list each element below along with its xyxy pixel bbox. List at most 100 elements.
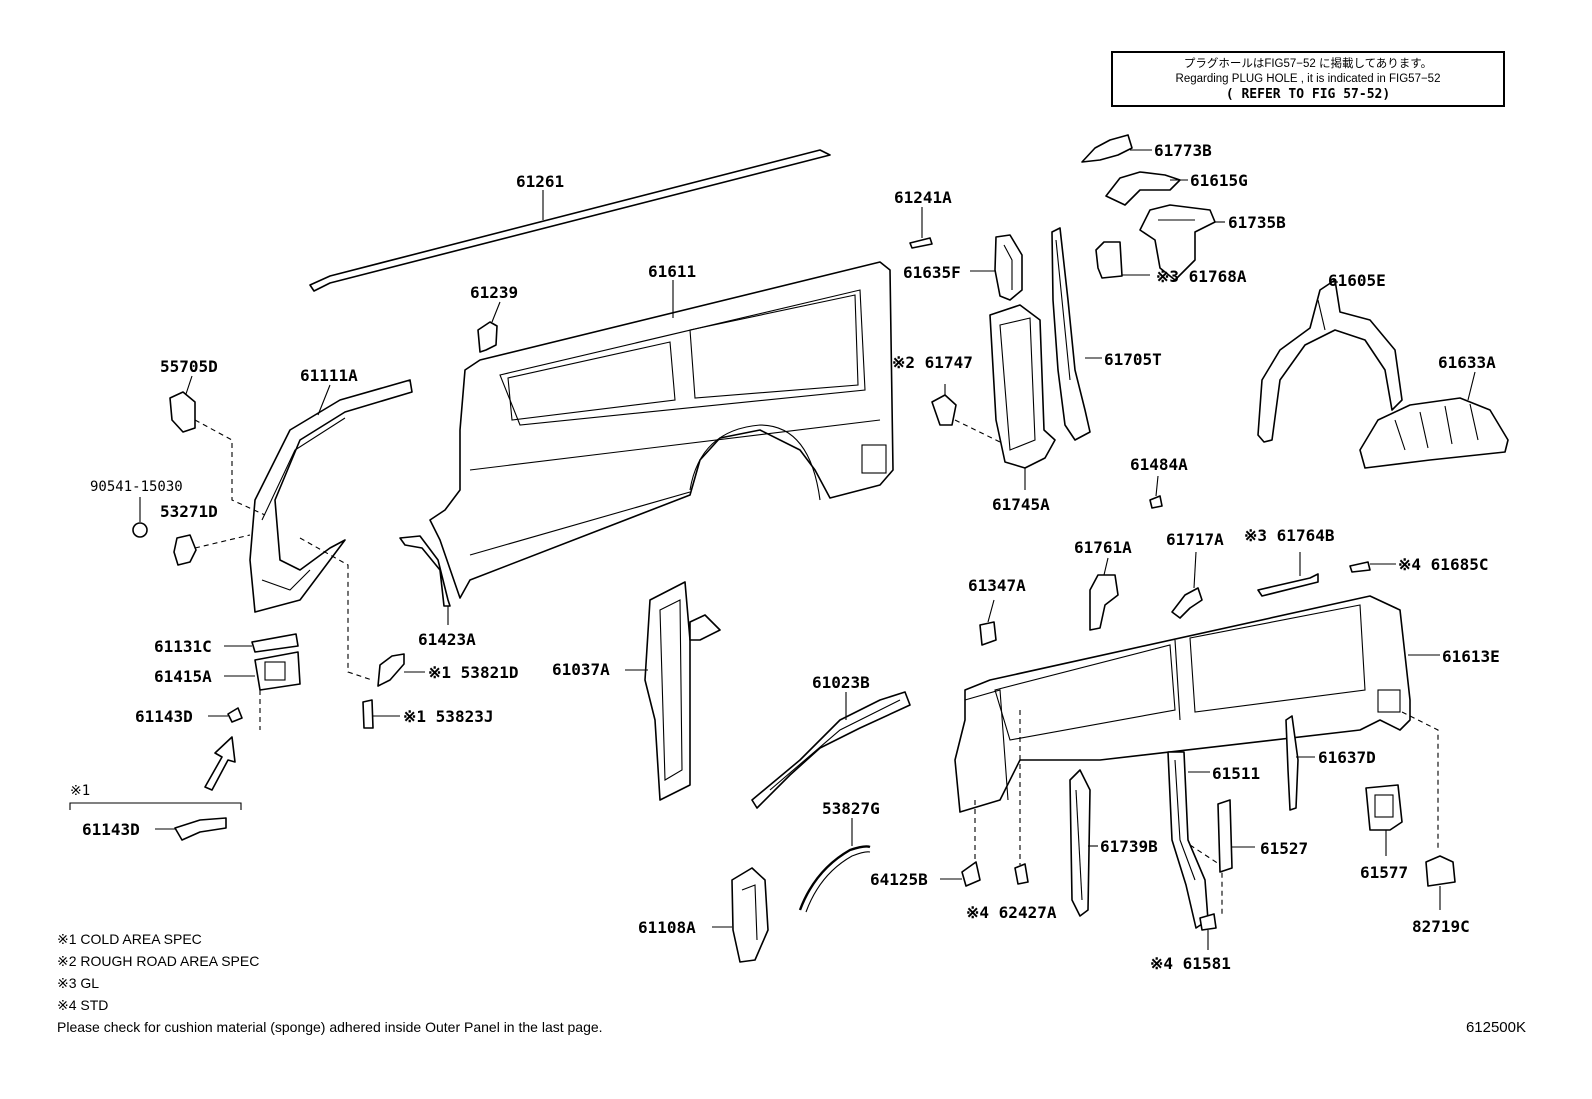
bracket-61773B[interactable]: [1081, 134, 1152, 163]
label-61108A: 61108A: [638, 918, 696, 937]
reference-note-box: プラグホールはFIG57−52 に掲載してあります。 Regarding PLU…: [1111, 51, 1505, 107]
bracket-61581[interactable]: [1199, 913, 1217, 950]
panel-61415A[interactable]: [224, 651, 301, 691]
label-61484A: 61484A: [1130, 455, 1188, 474]
wheel-arch-61423A[interactable]: [399, 535, 451, 625]
mudguard-53821D[interactable]: [377, 653, 425, 687]
label-61613E: 61613E: [1442, 647, 1500, 666]
label-61747: ※2 61747: [892, 353, 973, 372]
bracket-61143D[interactable]: [208, 707, 243, 723]
clip-61685C[interactable]: [1349, 561, 1396, 573]
bracket-61108A[interactable]: [712, 867, 769, 963]
label-61717A: 61717A: [1166, 530, 1224, 549]
center-pillar-61037A[interactable]: [625, 581, 721, 801]
plug-62427A[interactable]: [1014, 863, 1029, 885]
pillar-61635F[interactable]: [970, 234, 1023, 301]
note-reference: ( REFER TO FIG 57-52): [1225, 87, 1391, 102]
label-53821D: ※1 53821D: [428, 663, 518, 682]
reinforcement-61637D[interactable]: [1285, 715, 1315, 811]
label-61023B: 61023B: [812, 673, 870, 692]
label-61239: 61239: [470, 283, 518, 302]
bracket-61747[interactable]: [931, 384, 1001, 443]
label-53823J: ※1 53823J: [403, 707, 493, 726]
label-61143D-alt: 61143D: [82, 820, 140, 839]
label-61764B: ※3 61764B: [1244, 526, 1335, 545]
label-cold-area-mark: ※1: [70, 783, 90, 799]
label-61527: 61527: [1260, 839, 1308, 858]
bracket-61577[interactable]: [1365, 784, 1403, 856]
label-61761A: 61761A: [1074, 538, 1132, 557]
legend-cushion-note: Please check for cushion material (spong…: [57, 1019, 603, 1035]
wheel-house-outer-61605E[interactable]: [1257, 279, 1403, 443]
bracket-53271D[interactable]: [173, 534, 197, 566]
legend-gl: ※3 GL: [57, 975, 100, 991]
side-outer-panel-61611[interactable]: [429, 261, 894, 599]
reinforcement-61739B[interactable]: [1069, 769, 1098, 917]
label-61511: 61511: [1212, 764, 1260, 783]
label-61705T: 61705T: [1104, 350, 1162, 369]
label-62427A: ※4 62427A: [966, 903, 1057, 922]
label-61261: 61261: [516, 172, 564, 191]
label-61773B: 61773B: [1154, 141, 1212, 160]
label-53827G: 53827G: [822, 799, 880, 818]
label-64125B: 64125B: [870, 870, 928, 889]
label-90541-15030: 90541-15030: [90, 479, 183, 495]
label-61037A: 61037A: [552, 660, 610, 679]
label-61739B: 61739B: [1100, 837, 1158, 856]
label-61735B: 61735B: [1228, 213, 1286, 232]
label-61768A: ※3 61768A: [1156, 267, 1247, 286]
roof-molding-61261[interactable]: [309, 149, 831, 292]
clip-90541-15030[interactable]: [132, 497, 148, 538]
bracket-61768A[interactable]: [1095, 241, 1150, 279]
seal-53827G[interactable]: [798, 818, 871, 913]
label-61637D: 61637D: [1318, 748, 1376, 767]
label-61633A: 61633A: [1438, 353, 1496, 372]
bracket-61717A[interactable]: [1171, 551, 1203, 619]
bracket-61735B[interactable]: [1139, 204, 1225, 281]
view-arrow: [204, 736, 236, 791]
label-61615G: 61615G: [1190, 171, 1248, 190]
side-inner-panel-61613E[interactable]: [954, 595, 1440, 813]
bracket-61239[interactable]: [477, 301, 501, 353]
label-61745A: 61745A: [992, 495, 1050, 514]
cover-82719C[interactable]: [1425, 855, 1456, 910]
label-55705D: 55705D: [160, 357, 218, 376]
bracket-61347A[interactable]: [979, 599, 997, 646]
reinforcement-61023B[interactable]: [751, 691, 911, 809]
clip-53823J[interactable]: [362, 699, 400, 729]
note-english: Regarding PLUG HOLE , it is indicated in…: [1175, 73, 1441, 85]
label-61635F: 61635F: [903, 263, 961, 282]
label-61423A: 61423A: [418, 630, 476, 649]
pillar-reinforce-61705T[interactable]: [1051, 227, 1102, 441]
pillar-inner-61745A[interactable]: [989, 304, 1056, 490]
note-japanese: プラグホールはFIG57−52 に掲載してあります。: [1183, 58, 1433, 70]
clip-61484A[interactable]: [1149, 475, 1163, 509]
wheel-house-inner-61633A[interactable]: [1359, 371, 1509, 469]
legend-rough-road: ※2 ROUGH ROAD AREA SPEC: [57, 953, 260, 969]
label-61581: ※4 61581: [1150, 954, 1231, 973]
bracket-64125B[interactable]: [940, 861, 981, 887]
label-61605E: 61605E: [1328, 271, 1386, 290]
bracket-55705D[interactable]: [169, 375, 196, 433]
legend-cold-area: ※1 COLD AREA SPEC: [57, 931, 202, 947]
figure-code: 612500K: [1465, 1019, 1526, 1036]
cold-area-group-bracket: [69, 802, 242, 841]
bracket-61761A[interactable]: [1089, 557, 1119, 631]
label-61577: 61577: [1360, 863, 1408, 882]
bracket-61241A[interactable]: [909, 207, 933, 249]
label-61241A: 61241A: [894, 188, 952, 207]
front-pillar-panel-61111A[interactable]: [249, 379, 413, 613]
bracket-61615G[interactable]: [1105, 171, 1188, 206]
label-82719C: 82719C: [1412, 917, 1470, 936]
label-61415A: 61415A: [154, 667, 212, 686]
label-61111A: 61111A: [300, 366, 358, 385]
pillar-61511[interactable]: [1167, 751, 1210, 929]
rail-61764B[interactable]: [1257, 552, 1319, 597]
reinforcement-61131C[interactable]: [224, 633, 299, 653]
label-61143D: 61143D: [135, 707, 193, 726]
legend-std: ※4 STD: [57, 997, 109, 1013]
label-61611: 61611: [648, 262, 696, 281]
bracket-61527[interactable]: [1217, 799, 1255, 873]
label-53271D: 53271D: [160, 502, 218, 521]
label-61347A: 61347A: [968, 576, 1026, 595]
